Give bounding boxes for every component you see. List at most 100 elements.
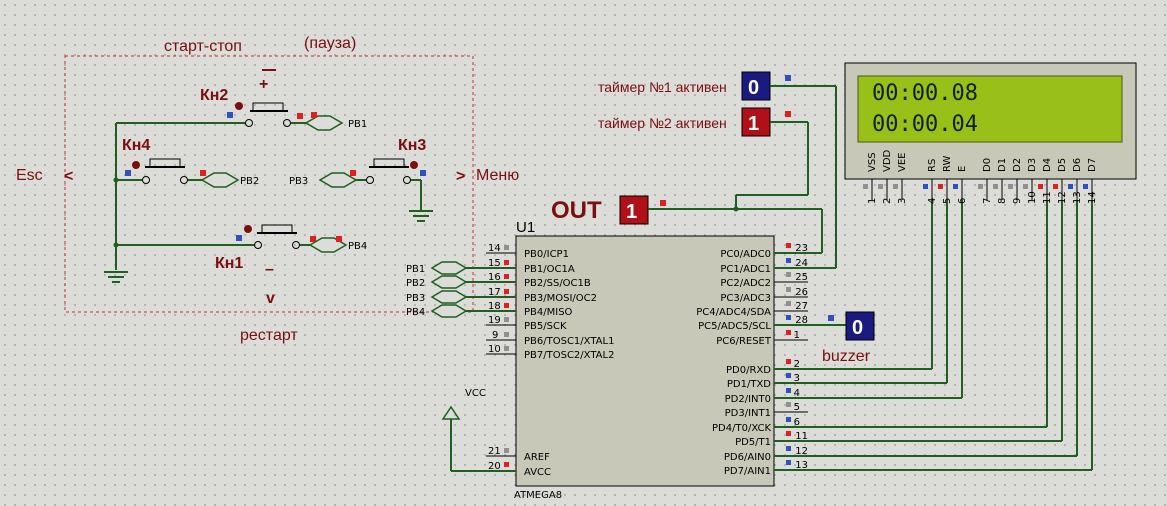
- svg-text:AVCC: AVCC: [524, 467, 551, 478]
- pin-pb4: 18 PB4/MISO: [466, 301, 573, 318]
- svg-text:PB2: PB2: [406, 278, 425, 289]
- svg-text:PC4/ADC4/SDA: PC4/ADC4/SDA: [696, 307, 771, 318]
- svg-text:1: 1: [626, 201, 637, 223]
- svg-text:Кн2: Кн2: [200, 87, 228, 104]
- net-label-pb1-mcu: PB1: [406, 261, 468, 275]
- mcu-net-labels: PB1 PB2 PB3 PB4: [406, 261, 468, 318]
- svg-text:27: 27: [795, 301, 808, 312]
- svg-text:19: 19: [488, 315, 501, 326]
- svg-text:Кн3: Кн3: [398, 137, 426, 154]
- svg-text:0: 0: [852, 317, 863, 339]
- frame-right-label: Меню: [476, 167, 519, 184]
- mcu-right-pins-c: 23 PC0/ADC0 24 PC1/ADC1 25 PC2/ADC2 26 P…: [696, 243, 846, 347]
- svg-text:PB3: PB3: [406, 293, 425, 304]
- lcd-pin-rs: RS4: [923, 159, 938, 204]
- svg-text:VCC: VCC: [465, 388, 486, 399]
- svg-text:PB4/MISO: PB4/MISO: [524, 307, 573, 318]
- down-arrow: v: [266, 290, 275, 307]
- svg-text:OUT: OUT: [551, 197, 602, 224]
- out-indicator: OUT 1: [551, 195, 823, 254]
- net-label-pb1: PB1: [304, 112, 367, 131]
- svg-text:23: 23: [795, 243, 808, 254]
- vcc-terminal: VCC: [441, 388, 516, 472]
- frame-title-sub: (пауза): [304, 35, 356, 52]
- button-kn1[interactable]: Кн1: [116, 224, 316, 272]
- timer2-indicator: таймер №2 активен 1: [598, 107, 809, 209]
- button-kn3[interactable]: Кн3: [356, 137, 426, 210]
- svg-text:13: 13: [795, 460, 808, 471]
- svg-text:10: 10: [488, 344, 501, 355]
- lcd-bus-wires: [931, 200, 1093, 470]
- pin-pb3: 17 PB3/MOSI/OC2: [466, 287, 597, 304]
- svg-text:PC1/ADC1: PC1/ADC1: [720, 264, 771, 275]
- lcd-pin-number: 5: [942, 198, 953, 204]
- lcd-pin-number: 12: [1057, 191, 1068, 204]
- down-dash: –: [265, 261, 274, 278]
- ground-symbol: [409, 210, 433, 222]
- lcd-pin-label: D1: [997, 158, 1008, 172]
- svg-text:PC2/ADC2: PC2/ADC2: [720, 278, 771, 289]
- lcd-pin-d4: D4 11: [1038, 158, 1053, 204]
- svg-text:PB3: PB3: [289, 176, 308, 187]
- svg-text:PB3/MOSI/OC2: PB3/MOSI/OC2: [524, 293, 597, 304]
- buzzer-indicator: 0 buzzer: [822, 311, 875, 365]
- svg-text:3: 3: [794, 373, 800, 384]
- timer1-indicator: таймер №1 активен 0: [598, 71, 837, 268]
- svg-text:Кн4: Кн4: [122, 137, 150, 154]
- lcd-pin-rw: RW5: [938, 155, 953, 204]
- svg-text:17: 17: [488, 287, 501, 298]
- button-kn4[interactable]: Кн4: [116, 137, 206, 184]
- button-kn2[interactable]: Кн2: [116, 87, 306, 127]
- lcd-pin-number: 11: [1042, 191, 1053, 204]
- ground-symbol: [104, 271, 128, 283]
- mcu-body[interactable]: [515, 235, 775, 487]
- svg-text:21: 21: [488, 446, 501, 457]
- svg-text:2: 2: [794, 359, 800, 370]
- svg-text:28: 28: [795, 315, 808, 326]
- svg-text:PD3/INT1: PD3/INT1: [725, 408, 771, 419]
- lcd-pin-label: VSS: [867, 152, 878, 172]
- svg-text:таймер №2 активен: таймер №2 активен: [598, 115, 727, 131]
- svg-text:PB6/TOSC1/XTAL1: PB6/TOSC1/XTAL1: [524, 336, 614, 347]
- lcd-pin-label: D4: [1042, 158, 1053, 172]
- button-group-frame: [64, 55, 474, 313]
- mcu-right-pins-d: 2 PD0/RXD 3 PD1/TXD 4 PD2/INT0 5 PD3/INT…: [712, 359, 1092, 477]
- lcd-line-2: 00:00.04: [872, 112, 978, 137]
- svg-text:12: 12: [795, 446, 808, 457]
- lcd-pin-label: D5: [1057, 158, 1068, 172]
- lcd-pin-number: 13: [1072, 191, 1083, 204]
- svg-text:PD1/TXD: PD1/TXD: [727, 379, 771, 390]
- svg-text:24: 24: [795, 258, 808, 269]
- lcd-pin-d5: D5 12: [1053, 158, 1068, 204]
- net-label-pb2: PB2: [200, 172, 259, 188]
- pin-pb7: 10 PB7/TOSC2/XTAL2: [486, 344, 614, 361]
- lcd-pin-number: 14: [1087, 191, 1098, 204]
- svg-text:9: 9: [492, 330, 498, 341]
- pin-pc5: 28 PC5/ADC5/SCL: [698, 315, 846, 332]
- svg-text:16: 16: [488, 272, 501, 283]
- pin-pd7: 13 PD7/AIN1: [724, 460, 1092, 477]
- svg-text:PC3/ADC3: PC3/ADC3: [720, 293, 771, 304]
- svg-text:26: 26: [795, 287, 808, 298]
- svg-text:PB4: PB4: [348, 241, 367, 252]
- pin-avcc: 20 AVCC: [488, 461, 551, 478]
- right-arrow: >: [456, 168, 465, 185]
- lcd-pin-label: E: [957, 166, 968, 172]
- svg-text:PB5/SCK: PB5/SCK: [524, 321, 567, 332]
- svg-text:PB1: PB1: [348, 119, 367, 130]
- pin-pb6: 9 PB6/TOSC1/XTAL1: [486, 330, 614, 347]
- lcd-line-1: 00:00.08: [872, 81, 978, 106]
- pin-pc1: 24 PC1/ADC1: [720, 258, 836, 275]
- pin-pb5: 19 PB5/SCK: [486, 315, 567, 332]
- svg-text:PB7/TOSC2/XTAL2: PB7/TOSC2/XTAL2: [524, 350, 614, 361]
- svg-text:4: 4: [794, 388, 800, 399]
- lcd-pin-e: E6: [953, 166, 968, 204]
- svg-text:PB2/SS/OC1B: PB2/SS/OC1B: [524, 278, 591, 289]
- svg-text:1: 1: [794, 330, 800, 341]
- svg-text:14: 14: [488, 243, 501, 254]
- svg-text:таймер №1 активен: таймер №1 активен: [598, 79, 727, 95]
- svg-text:PD7/AIN1: PD7/AIN1: [724, 466, 771, 477]
